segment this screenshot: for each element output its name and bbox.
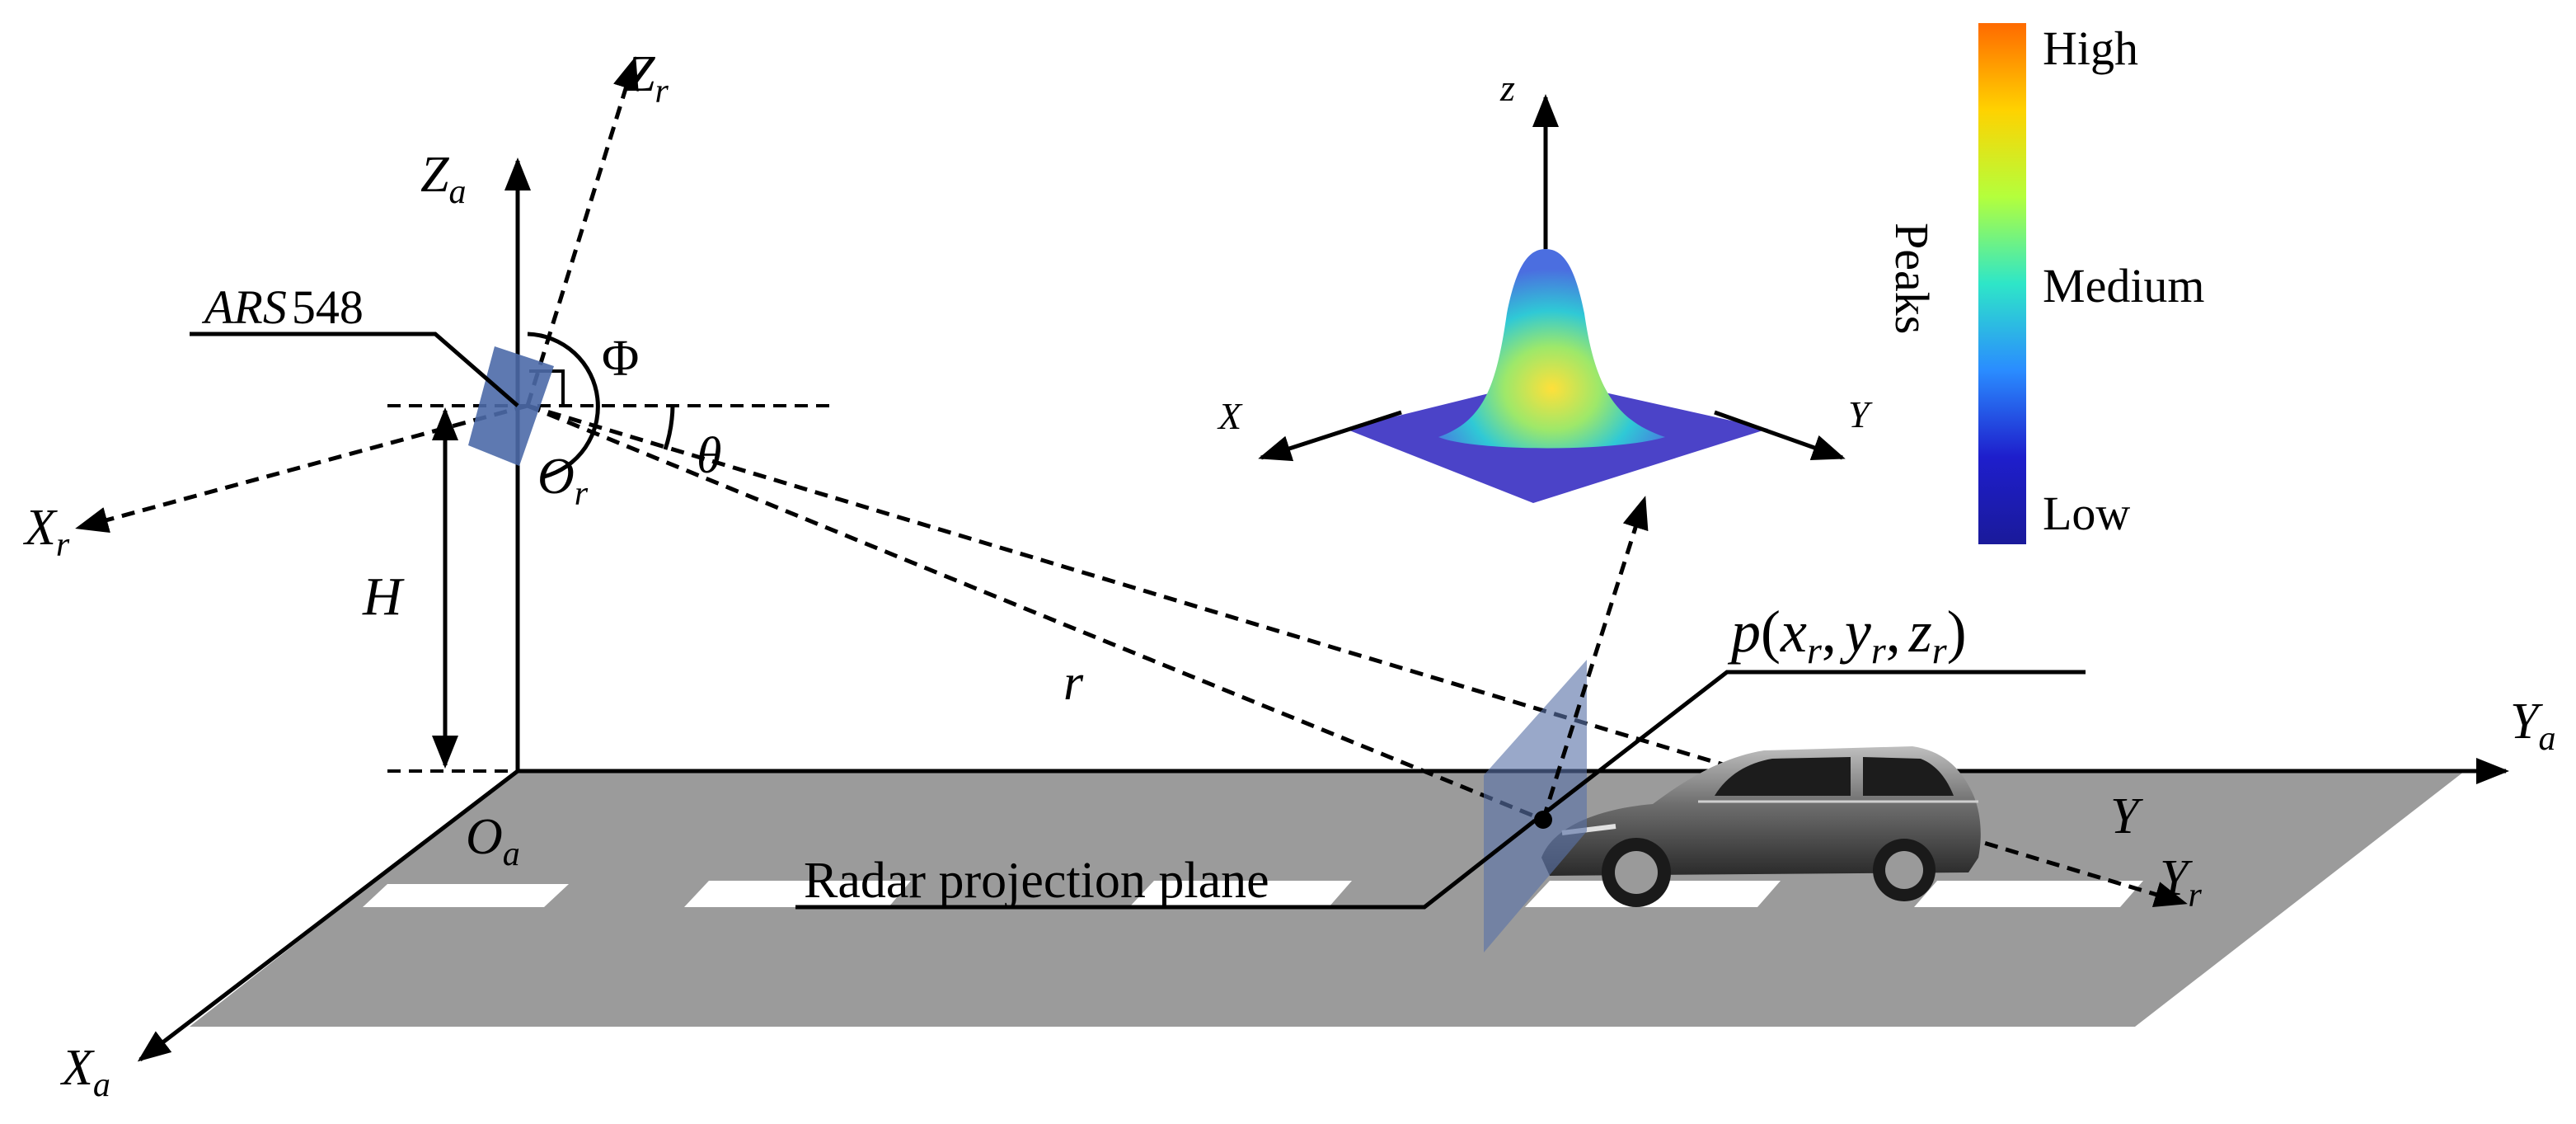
colorbar-low-label: Low: [2043, 487, 2130, 540]
axis-xr: [75, 403, 528, 534]
theta-arc: [663, 405, 675, 450]
inset-label-z: z: [1499, 67, 1515, 109]
label-height: H: [362, 567, 405, 627]
label-zr: Zr: [626, 46, 669, 111]
label-ya: Ya: [2510, 694, 2555, 758]
lane-marking: [1129, 881, 1352, 907]
peak-surface: [1438, 249, 1665, 449]
axis-xa: [137, 769, 519, 1062]
ars548-leader-line: [190, 332, 519, 407]
lane-markings: [363, 881, 2143, 907]
phi-arc: [527, 332, 600, 479]
plane-leader-line: [795, 819, 1537, 910]
label-radar-projection-plane: Radar projection plane: [804, 853, 1269, 909]
label-range: r: [1063, 655, 1084, 711]
lane-marking: [684, 881, 911, 907]
label-yr: Yr: [2160, 850, 2202, 915]
projection-arrow: [1541, 496, 1649, 821]
inset-axis-x: [1258, 410, 1402, 462]
axis-zr: [525, 56, 639, 407]
radar-projection-plane: [1484, 660, 1587, 952]
label-za: Za: [420, 147, 466, 211]
label-oa: Oa: [466, 809, 520, 873]
colorbar-title: Peaks: [1885, 223, 1939, 334]
range-line-r: [527, 403, 1544, 822]
lane-marking: [363, 884, 569, 907]
inset-label-y: Y: [1848, 393, 1873, 435]
colorbar: [1978, 23, 2026, 544]
point-leader-line: [1544, 670, 2086, 814]
inset-label-x: X: [1217, 395, 1243, 437]
label-xa: Xa: [59, 1040, 110, 1104]
peak-inset: [1258, 94, 1846, 503]
label-point: p(xr,yr,zr): [1727, 599, 1967, 671]
label-y-road: Y: [2110, 788, 2143, 844]
inset-axis-y: [1714, 410, 1846, 461]
colorbar-high-label: High: [2043, 21, 2138, 75]
lane-marking: [1914, 881, 2143, 907]
label-xr: Xr: [22, 500, 70, 564]
label-theta: θ: [697, 428, 721, 484]
colorbar-medium-label: Medium: [2043, 259, 2205, 313]
car-image: [1541, 746, 1981, 907]
radar-sensor-box: [468, 346, 554, 466]
label-or: Or: [537, 449, 589, 513]
label-phi: Φ: [602, 331, 639, 387]
